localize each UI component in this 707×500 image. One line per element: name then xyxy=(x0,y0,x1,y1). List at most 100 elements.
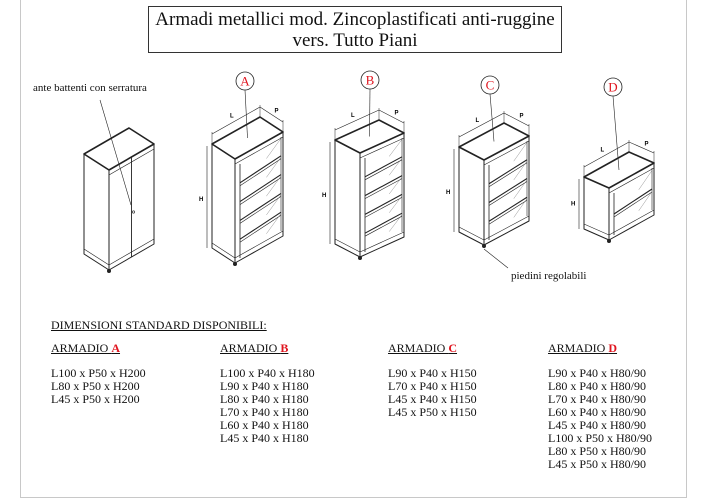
feet-leader-line xyxy=(483,248,509,269)
plinth-line xyxy=(359,231,405,253)
foot-icon xyxy=(233,262,237,266)
plinth-line xyxy=(483,215,530,241)
list-item: L80 x P40 x H80/90 xyxy=(548,379,647,393)
list-item: L90 x P40 x H80/90 xyxy=(548,366,647,380)
cabinet-side-face xyxy=(83,153,110,271)
back-shadow-line xyxy=(389,214,403,232)
shelf-line xyxy=(488,159,528,185)
dimension-label-h: H xyxy=(446,190,450,196)
doors-annotation: ante battenti con serratura xyxy=(33,82,147,94)
list-item: L100 x P50 x H80/90 xyxy=(548,431,653,445)
title-line-1: Armadi metallici mod. Zincoplastificati … xyxy=(155,9,555,30)
armadio-c-header: ARMADIO C xyxy=(388,341,458,355)
list-item: L45 x P50 x H150 xyxy=(388,405,477,419)
cabinet-top xyxy=(83,127,155,171)
cabinet-side-face xyxy=(458,146,485,246)
leader-line xyxy=(489,93,495,142)
list-item: L45 x P40 x H80/90 xyxy=(548,418,647,432)
list-item: L45 x P40 x H180 xyxy=(220,431,309,445)
shelf-line xyxy=(488,196,528,222)
back-shadow-line xyxy=(389,195,403,213)
cabinet-label-d: D xyxy=(608,80,617,95)
shelf-line xyxy=(488,199,528,225)
leader-line xyxy=(244,89,248,139)
shelf-line xyxy=(239,192,282,221)
dimension-line-l xyxy=(211,106,261,135)
back-shadow-line xyxy=(638,170,653,190)
shelf-line xyxy=(239,214,282,243)
list-item: L90 x P40 x H180 xyxy=(220,379,309,393)
dimension-label-h: H xyxy=(199,197,203,203)
leader-line xyxy=(369,88,371,137)
leader-line xyxy=(612,95,620,171)
cabinet-label-a: A xyxy=(240,74,250,89)
shelf-line xyxy=(488,178,528,203)
top-edge-line xyxy=(359,137,405,159)
dimension-line-p xyxy=(503,112,530,127)
top-edge-line xyxy=(234,136,284,165)
list-item: L70 x P40 x H180 xyxy=(220,405,309,419)
top-edge-line xyxy=(608,167,655,194)
armadio-a-header: ARMADIO A xyxy=(51,341,121,355)
dimension-label-p: P xyxy=(395,111,399,117)
shelf-line xyxy=(239,174,282,203)
list-item: L80 x P50 x H200 xyxy=(51,379,140,393)
list-item: L80 x P50 x H80/90 xyxy=(548,444,647,458)
shelf-line xyxy=(364,197,403,218)
plinth-line xyxy=(583,223,610,236)
shelf-line xyxy=(613,191,653,218)
back-shadow-line xyxy=(389,176,403,195)
label-circle xyxy=(360,70,380,90)
armadio-b-header: ARMADIO B xyxy=(220,341,289,355)
shelf-line xyxy=(364,156,403,178)
armadio-d-column: ARMADIO D L90 x P40 x H80/90 L80 x P40 x… xyxy=(548,342,652,471)
back-shadow-line xyxy=(513,179,528,199)
label-circle xyxy=(235,71,255,91)
list-item: L60 x P40 x H80/90 xyxy=(548,405,647,419)
shelf-line xyxy=(364,215,403,237)
list-item: L45 x P50 x H200 xyxy=(51,392,140,406)
label-circle xyxy=(603,77,623,97)
top-edge-line xyxy=(483,140,530,166)
shelf-line xyxy=(364,159,403,181)
plinth-line xyxy=(83,248,110,266)
shelf-line xyxy=(239,211,282,240)
foot-icon xyxy=(358,256,362,260)
dimension-line-l xyxy=(458,112,505,138)
dimension-line-p xyxy=(628,141,655,154)
title-line-2: vers. Tutto Piani xyxy=(292,30,418,51)
foot-icon xyxy=(607,239,611,243)
feet-annotation: piedini regolabili xyxy=(511,270,587,282)
shelf-line xyxy=(613,188,653,215)
cabinet-label-b: B xyxy=(366,73,375,88)
list-item: L80 x P40 x H180 xyxy=(220,392,309,406)
dimension-line-p xyxy=(378,109,405,124)
shelf-line xyxy=(488,181,528,206)
back-shadow-line xyxy=(266,157,282,178)
plinth-line xyxy=(608,209,655,236)
shelf-line xyxy=(239,158,282,187)
armadio-b-column: ARMADIO B L100 x P40 x H180 L90 x P40 x … xyxy=(220,342,315,445)
shelf-line xyxy=(239,177,282,205)
shelf-line xyxy=(364,212,403,234)
cabinet-side-face xyxy=(334,139,361,258)
foot-icon xyxy=(482,244,486,248)
plinth-line xyxy=(334,238,361,253)
armadio-a-column: ARMADIO A L100 x P50 x H200 L80 x P50 x … xyxy=(51,342,146,406)
list-item: L70 x P40 x H80/90 xyxy=(548,392,647,406)
lock-icon xyxy=(132,210,136,214)
plinth-line xyxy=(458,226,485,241)
dimension-label-h: H xyxy=(571,202,575,208)
back-shadow-line xyxy=(266,194,282,216)
foot-icon xyxy=(107,269,111,273)
list-item: L100 x P50 x H200 xyxy=(51,366,146,380)
dimension-line-l xyxy=(334,109,380,131)
list-item: L45 x P40 x H150 xyxy=(388,392,477,406)
back-shadow-line xyxy=(266,213,282,234)
shelf-line xyxy=(364,175,403,197)
shelf-line xyxy=(364,193,403,215)
dimensions-heading: DIMENSIONI STANDARD DISPONIBILI: xyxy=(51,318,267,332)
shelf-line xyxy=(239,155,282,184)
plinth-line xyxy=(211,242,236,259)
